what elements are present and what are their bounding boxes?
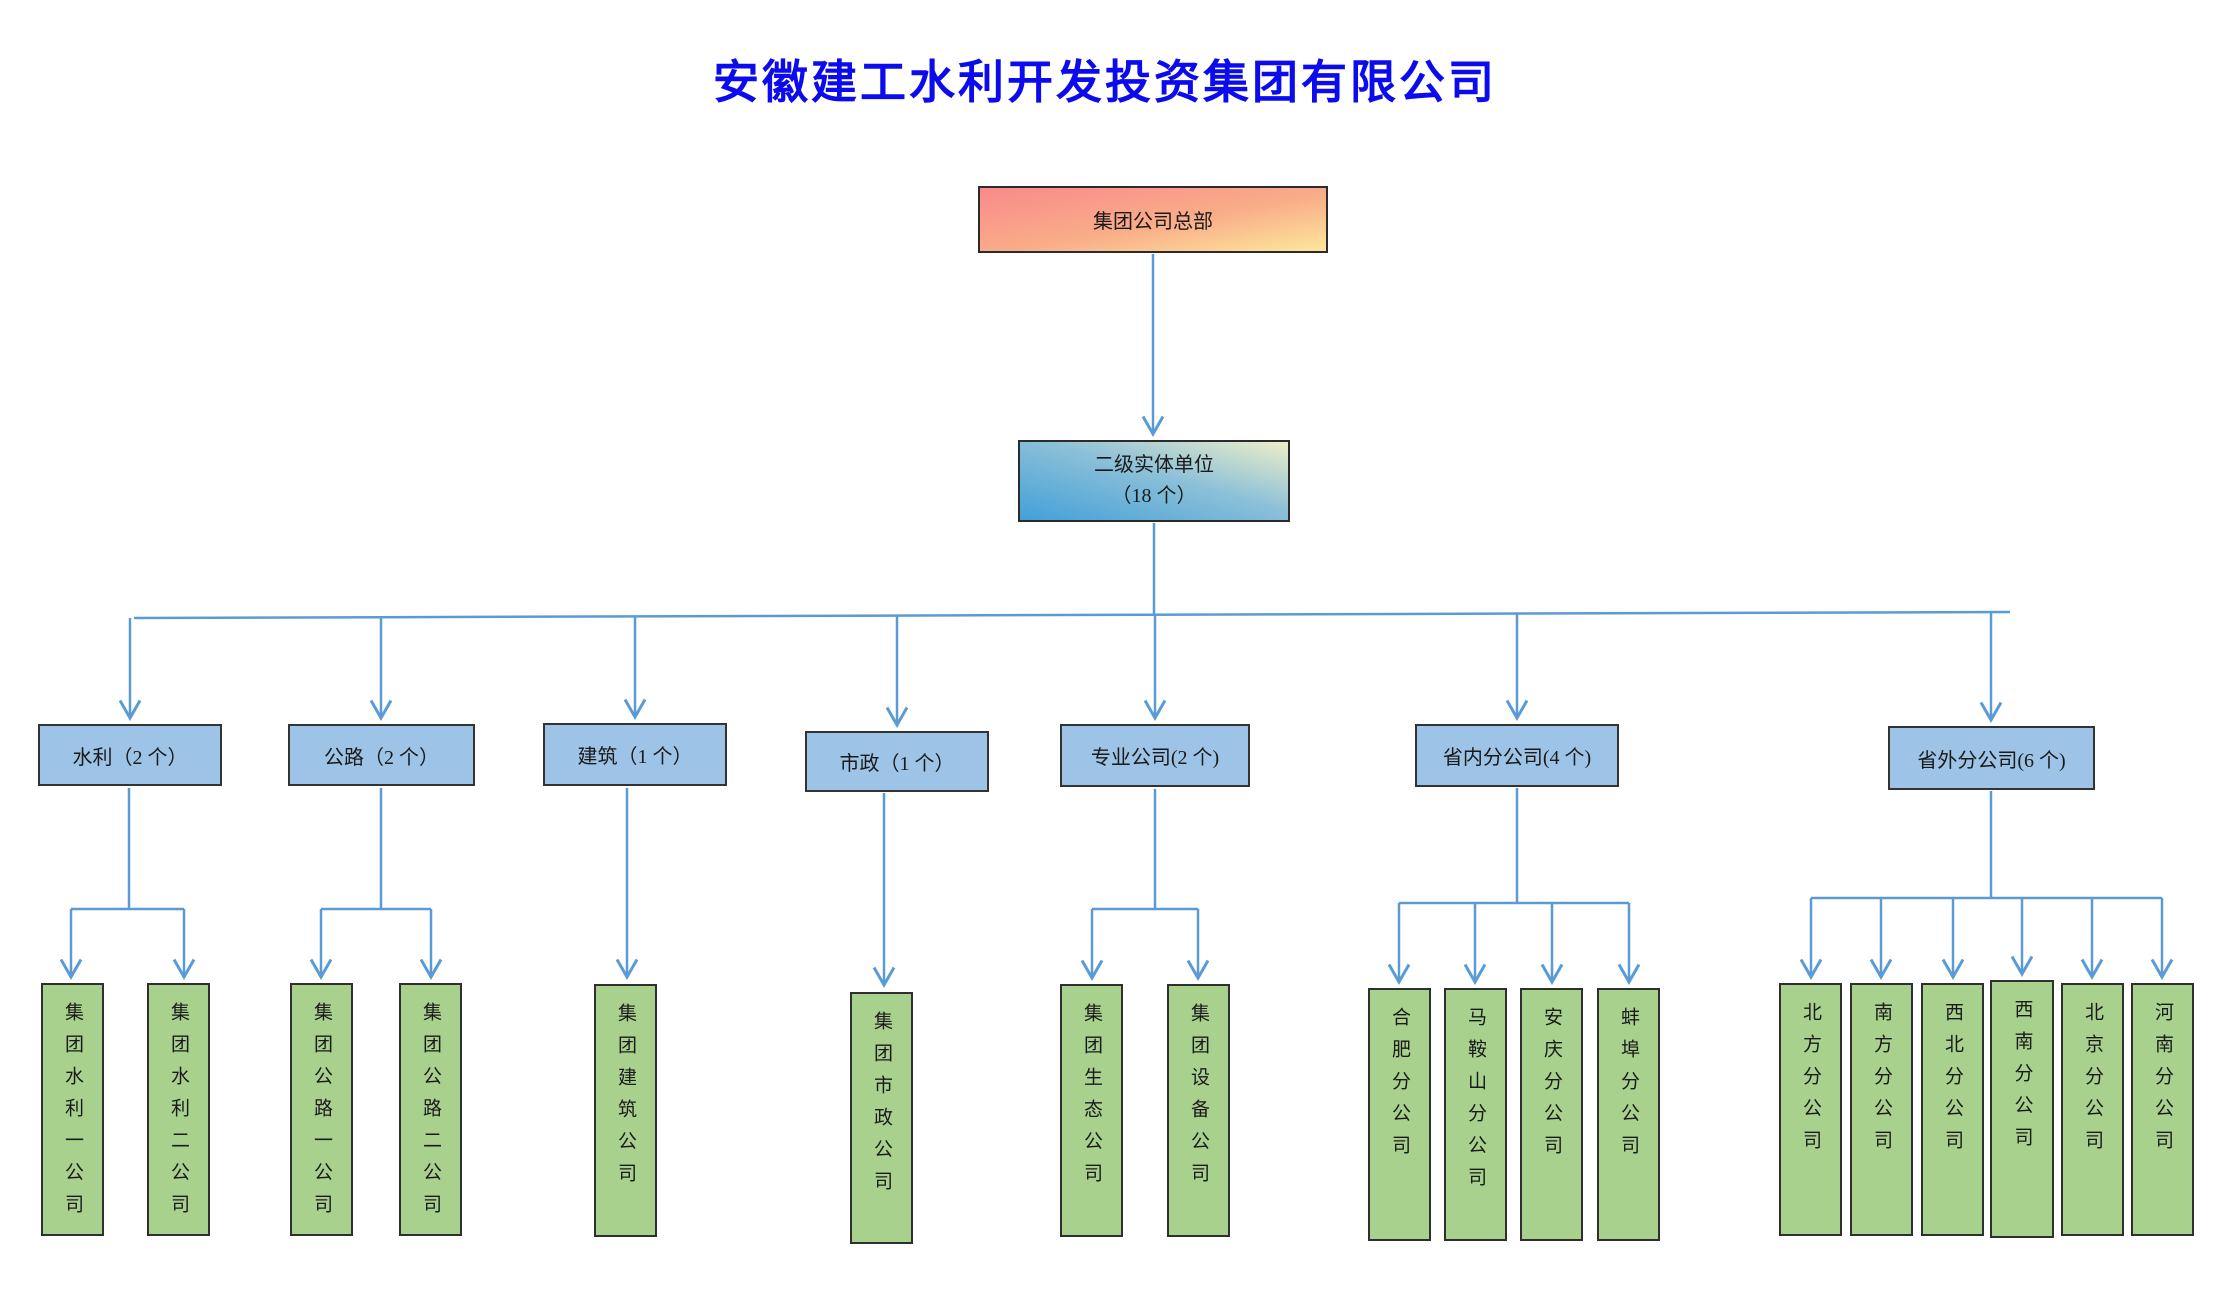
leaf-shengtai: 集团生态公司 [1060,984,1123,1237]
leaf-label: 集团建筑公司 [615,1003,636,1195]
leaf-label: 蚌埠分公司 [1618,1007,1639,1167]
leaf-label: 集团水利二公司 [168,1002,189,1226]
connector-branch-shuili [59,788,196,981]
branch-label: 省内分公司(4 个) [1442,747,1592,769]
branch-zhuanye: 专业公司(2 个) [1060,724,1250,787]
leaf-gonglu-2: 集团公路二公司 [399,983,462,1236]
node-label: 集团公司总部 [1093,211,1213,233]
leaf-beifang: 北方分公司 [1779,983,1842,1236]
branch-shizheng: 市政（1 个） [805,731,989,792]
branch-label: 专业公司(2 个) [1090,747,1220,769]
node-label-line1: 二级实体单位 [1094,454,1214,476]
leaf-label: 马鞍山分公司 [1465,1007,1486,1199]
connector-level2-to-branches [118,523,2011,729]
connector-branch-gonglu [309,788,443,981]
branch-jianzhu: 建筑（1 个） [543,723,727,786]
connector-branch-shengnei [1387,788,1641,986]
leaf-label: 北方分公司 [1800,1002,1821,1162]
leaf-nanfang: 南方分公司 [1850,983,1913,1236]
page-title: 安徽建工水利开发投资集团有限公司 [713,57,1497,108]
leaf-shuili-1: 集团水利一公司 [41,983,104,1236]
branch-shuili: 水利（2 个） [38,724,222,786]
leaf-henan: 河南分公司 [2131,983,2194,1236]
leaf-label: 集团生态公司 [1081,1003,1102,1195]
leaf-label: 西南分公司 [2011,999,2033,1159]
connector-branch-zhuanye [1080,789,1210,982]
leaf-label: 北京分公司 [2082,1002,2103,1162]
branch-label: 建筑（1 个） [577,746,693,768]
branch-label: 省外分公司(6 个) [1917,749,2066,772]
leaf-label: 河南分公司 [2152,1002,2173,1162]
leaf-hefei: 合肥分公司 [1368,988,1431,1241]
leaf-label: 集团水利一公司 [62,1002,83,1226]
branch-shengwai: 省外分公司(6 个) [1888,726,2095,790]
leaf-gonglu-1: 集团公路一公司 [290,983,353,1236]
connector-branch-shengwai [1799,791,2174,981]
leaf-label: 集团公路一公司 [311,1002,332,1226]
leaf-label: 西北分公司 [1942,1002,1963,1162]
leaf-label: 合肥分公司 [1389,1007,1410,1167]
leaf-label: 集团市政公司 [871,1011,892,1203]
leaf-shebei: 集团设备公司 [1167,984,1230,1237]
leaf-beijing: 北京分公司 [2061,983,2124,1236]
leaf-label: 集团设备公司 [1188,1003,1209,1195]
leaf-xinan: 西南分公司 [1990,980,2054,1238]
node-label-line2: （18 个） [1111,485,1197,507]
leaf-label: 南方分公司 [1871,1002,1892,1162]
node-group-headquarters: 集团公司总部 [978,186,1328,253]
leaf-shuili-2: 集团水利二公司 [147,983,210,1236]
branch-label: 水利（2 个） [72,746,188,769]
leaf-bengbu: 蚌埠分公司 [1597,988,1660,1241]
leaf-jianzhu: 集团建筑公司 [594,984,657,1237]
leaf-maanshan: 马鞍山分公司 [1444,988,1507,1241]
branch-label: 市政（1 个） [839,753,955,775]
branch-gonglu: 公路（2 个） [288,724,475,786]
leaf-label: 集团公路二公司 [420,1002,441,1226]
node-secondary-entities: 二级实体单位 （18 个） [1018,440,1290,522]
leaf-xibei: 西北分公司 [1921,983,1984,1236]
branch-shengnei: 省内分公司(4 个) [1415,724,1619,787]
leaf-shizheng: 集团市政公司 [850,992,913,1244]
leaf-label: 安庆分公司 [1541,1007,1562,1167]
branch-label: 公路（2 个） [324,746,439,769]
leaf-anqing: 安庆分公司 [1520,988,1583,1241]
